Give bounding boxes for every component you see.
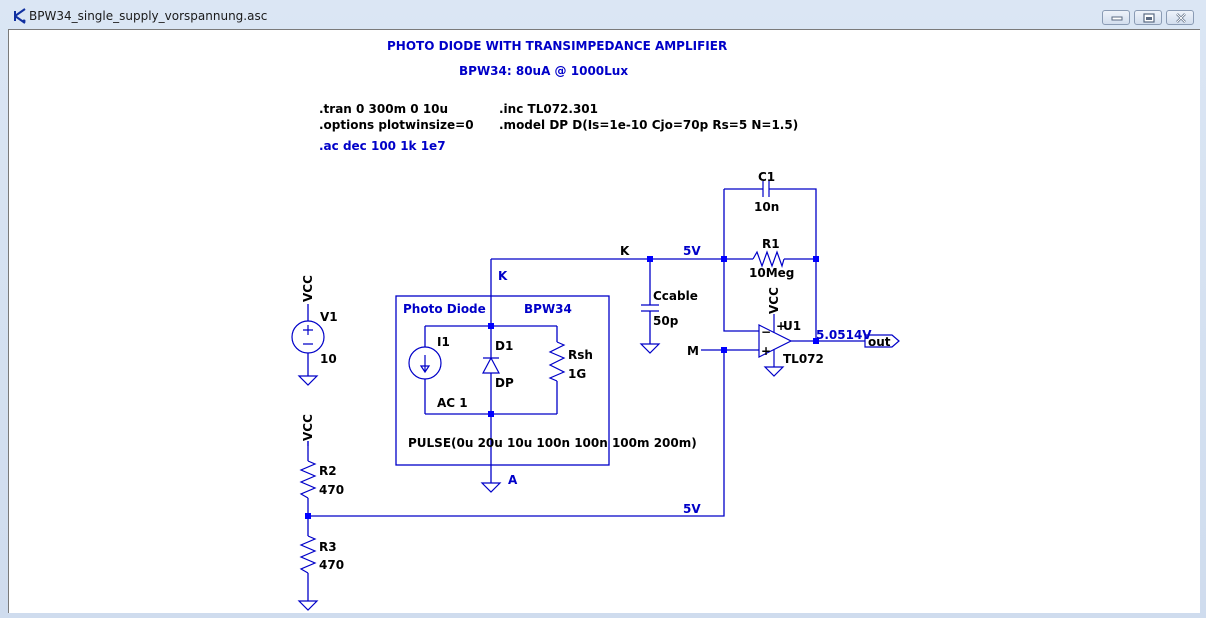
bpw34-label: BPW34	[524, 302, 572, 316]
voltage-source-v1-symbol	[291, 320, 325, 354]
wire-feedback-left	[723, 189, 759, 332]
k-node-label[interactable]: K	[498, 269, 508, 283]
r3-name[interactable]: R3	[319, 540, 337, 554]
minimize-icon	[1111, 16, 1123, 21]
maximize-button[interactable]	[1134, 10, 1162, 25]
resistor-r3-symbol	[299, 535, 317, 574]
ground-icon	[480, 482, 502, 493]
r1-name[interactable]: R1	[762, 237, 780, 251]
k-voltage-annotation: 5V	[683, 244, 701, 258]
maximize-icon	[1143, 13, 1155, 23]
a-node-label[interactable]: A	[508, 473, 518, 487]
photo-diode-box	[395, 295, 610, 466]
mid-voltage-annotation: 5V	[683, 502, 701, 516]
junction-dot	[488, 411, 494, 417]
out-port-label[interactable]: out	[868, 335, 891, 349]
k-net-label[interactable]: K	[620, 244, 630, 258]
m-net-label[interactable]: M	[687, 344, 699, 358]
schematic-canvas[interactable]: − + + PHOTO DIODE WITH TRANSIMPEDANCE AM…	[8, 29, 1200, 613]
resistor-r2-symbol	[299, 460, 317, 499]
ac-directive[interactable]: .ac dec 100 1k 1e7	[319, 139, 446, 153]
model-directive[interactable]: .model DP D(Is=1e-10 Cjo=70p Rs=5 N=1.5)	[499, 118, 798, 132]
r1-value[interactable]: 10Meg	[749, 266, 794, 280]
close-button[interactable]	[1166, 10, 1194, 25]
ground-icon	[763, 366, 785, 377]
ccable-value[interactable]: 50p	[653, 314, 679, 328]
opamp-vplus-sign: +	[776, 319, 786, 333]
vcc-net-label[interactable]: VCC	[301, 275, 315, 302]
photo-diode-label: Photo Diode	[403, 302, 486, 316]
minimize-button[interactable]	[1102, 10, 1130, 25]
ccable-name[interactable]: Ccable	[653, 289, 698, 303]
schematic-subtitle: BPW34: 80uA @ 1000Lux	[459, 64, 628, 78]
rsh-value[interactable]: 1G	[568, 367, 586, 381]
vcc-net-label[interactable]: VCC	[767, 287, 781, 314]
tran-directive[interactable]: .tran 0 300m 0 10u	[319, 102, 448, 116]
schematic[interactable]: − + + PHOTO DIODE WITH TRANSIMPEDANCE AM…	[9, 30, 1200, 613]
out-voltage-annotation: 5.0514V	[816, 328, 872, 342]
rsh-name[interactable]: Rsh	[568, 348, 593, 362]
c1-name[interactable]: C1	[758, 170, 775, 184]
i1-name[interactable]: I1	[437, 335, 450, 349]
vcc-net-label[interactable]: VCC	[301, 414, 315, 441]
r2-value[interactable]: 470	[319, 483, 344, 497]
opamp-minus-sign: −	[761, 325, 771, 339]
ground-icon	[297, 600, 319, 611]
titlebar[interactable]: BPW34_single_supply_vorspannung.asc	[0, 0, 1206, 30]
d1-name[interactable]: D1	[495, 339, 513, 353]
junction-dot	[305, 513, 311, 519]
junction-dot	[488, 323, 494, 329]
inc-directive[interactable]: .inc TL072.301	[499, 102, 598, 116]
close-icon	[1176, 13, 1186, 23]
d1-value[interactable]: DP	[495, 376, 514, 390]
c1-value[interactable]: 10n	[754, 200, 779, 214]
options-directive[interactable]: .options plotwinsize=0	[319, 118, 474, 132]
junction-dot	[813, 256, 819, 262]
capacitor-ccable-symbol	[641, 304, 659, 312]
junction-dot	[647, 256, 653, 262]
capacitor-c1-symbol	[762, 181, 770, 197]
ground-icon	[297, 375, 319, 386]
window-title: BPW34_single_supply_vorspannung.asc	[29, 9, 268, 23]
wire-mid-net	[308, 350, 725, 517]
i1-pulse[interactable]: PULSE(0u 20u 10u 100n 100n 100m 200m)	[408, 436, 697, 450]
i1-value[interactable]: AC 1	[437, 396, 468, 410]
junction-dot	[721, 347, 727, 353]
junction-dot	[813, 338, 819, 344]
r2-name[interactable]: R2	[319, 464, 337, 478]
resistor-rsh-symbol	[548, 341, 566, 382]
diode-d1-symbol	[482, 356, 500, 374]
ground-icon	[639, 343, 661, 354]
junction-dot	[721, 256, 727, 262]
wire-c1	[724, 188, 817, 341]
out-port-flag	[864, 334, 900, 348]
v1-name[interactable]: V1	[320, 310, 338, 324]
u1-name[interactable]: U1	[783, 319, 801, 333]
opamp-u1-symbol	[758, 324, 793, 358]
current-source-i1-symbol	[408, 346, 442, 380]
opamp-plus-sign: +	[761, 344, 771, 358]
r3-value[interactable]: 470	[319, 558, 344, 572]
schematic-title: PHOTO DIODE WITH TRANSIMPEDANCE AMPLIFIE…	[387, 39, 727, 53]
u1-value[interactable]: TL072	[783, 352, 824, 366]
resistor-r1-symbol	[752, 250, 785, 268]
ltspice-app-icon	[14, 8, 26, 24]
v1-value[interactable]: 10	[320, 352, 337, 366]
